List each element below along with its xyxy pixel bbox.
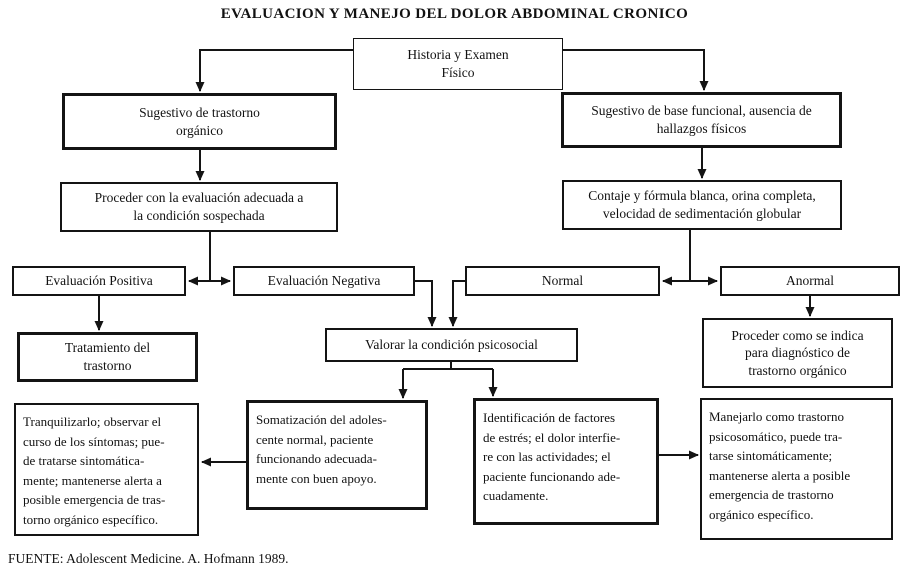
node-sugestivo-funcional: Sugestivo de base funcional, ausencia de… [561, 92, 842, 148]
node-historia-examen: Historia y Examen Físico [353, 38, 563, 90]
node-manejarlo: Manejarlo como trastorno psicosomático, … [700, 398, 893, 540]
node-somatizacion: Somatización del adoles- cente normal, p… [246, 400, 428, 510]
node-identificacion: Identificación de factores de estrés; el… [473, 398, 659, 525]
node-anormal: Anormal [720, 266, 900, 296]
node-sugestivo-organico: Sugestivo de trastorno orgánico [62, 93, 337, 150]
node-tranquilizarlo: Tranquilizarlo; observar el curso de los… [14, 403, 199, 536]
node-valorar-psicosocial: Valorar la condición psicosocial [325, 328, 578, 362]
node-evaluacion-positiva: Evaluación Positiva [12, 266, 186, 296]
source-note: FUENTE: Adolescent Medicine. A. Hofmann … [8, 551, 289, 566]
node-evaluacion-negativa: Evaluación Negativa [233, 266, 415, 296]
node-contaje-formula: Contaje y fórmula blanca, orina completa… [562, 180, 842, 230]
flowchart-title: EVALUACION Y MANEJO DEL DOLOR ABDOMINAL … [220, 6, 689, 22]
node-proceder-diagnostico: Proceder como se indica para diagnóstico… [702, 318, 893, 388]
node-proceder-evaluacion: Proceder con la evaluación adecuada a la… [60, 182, 338, 232]
node-tratamiento: Tratamiento del trastorno [17, 332, 198, 382]
node-normal: Normal [465, 266, 660, 296]
